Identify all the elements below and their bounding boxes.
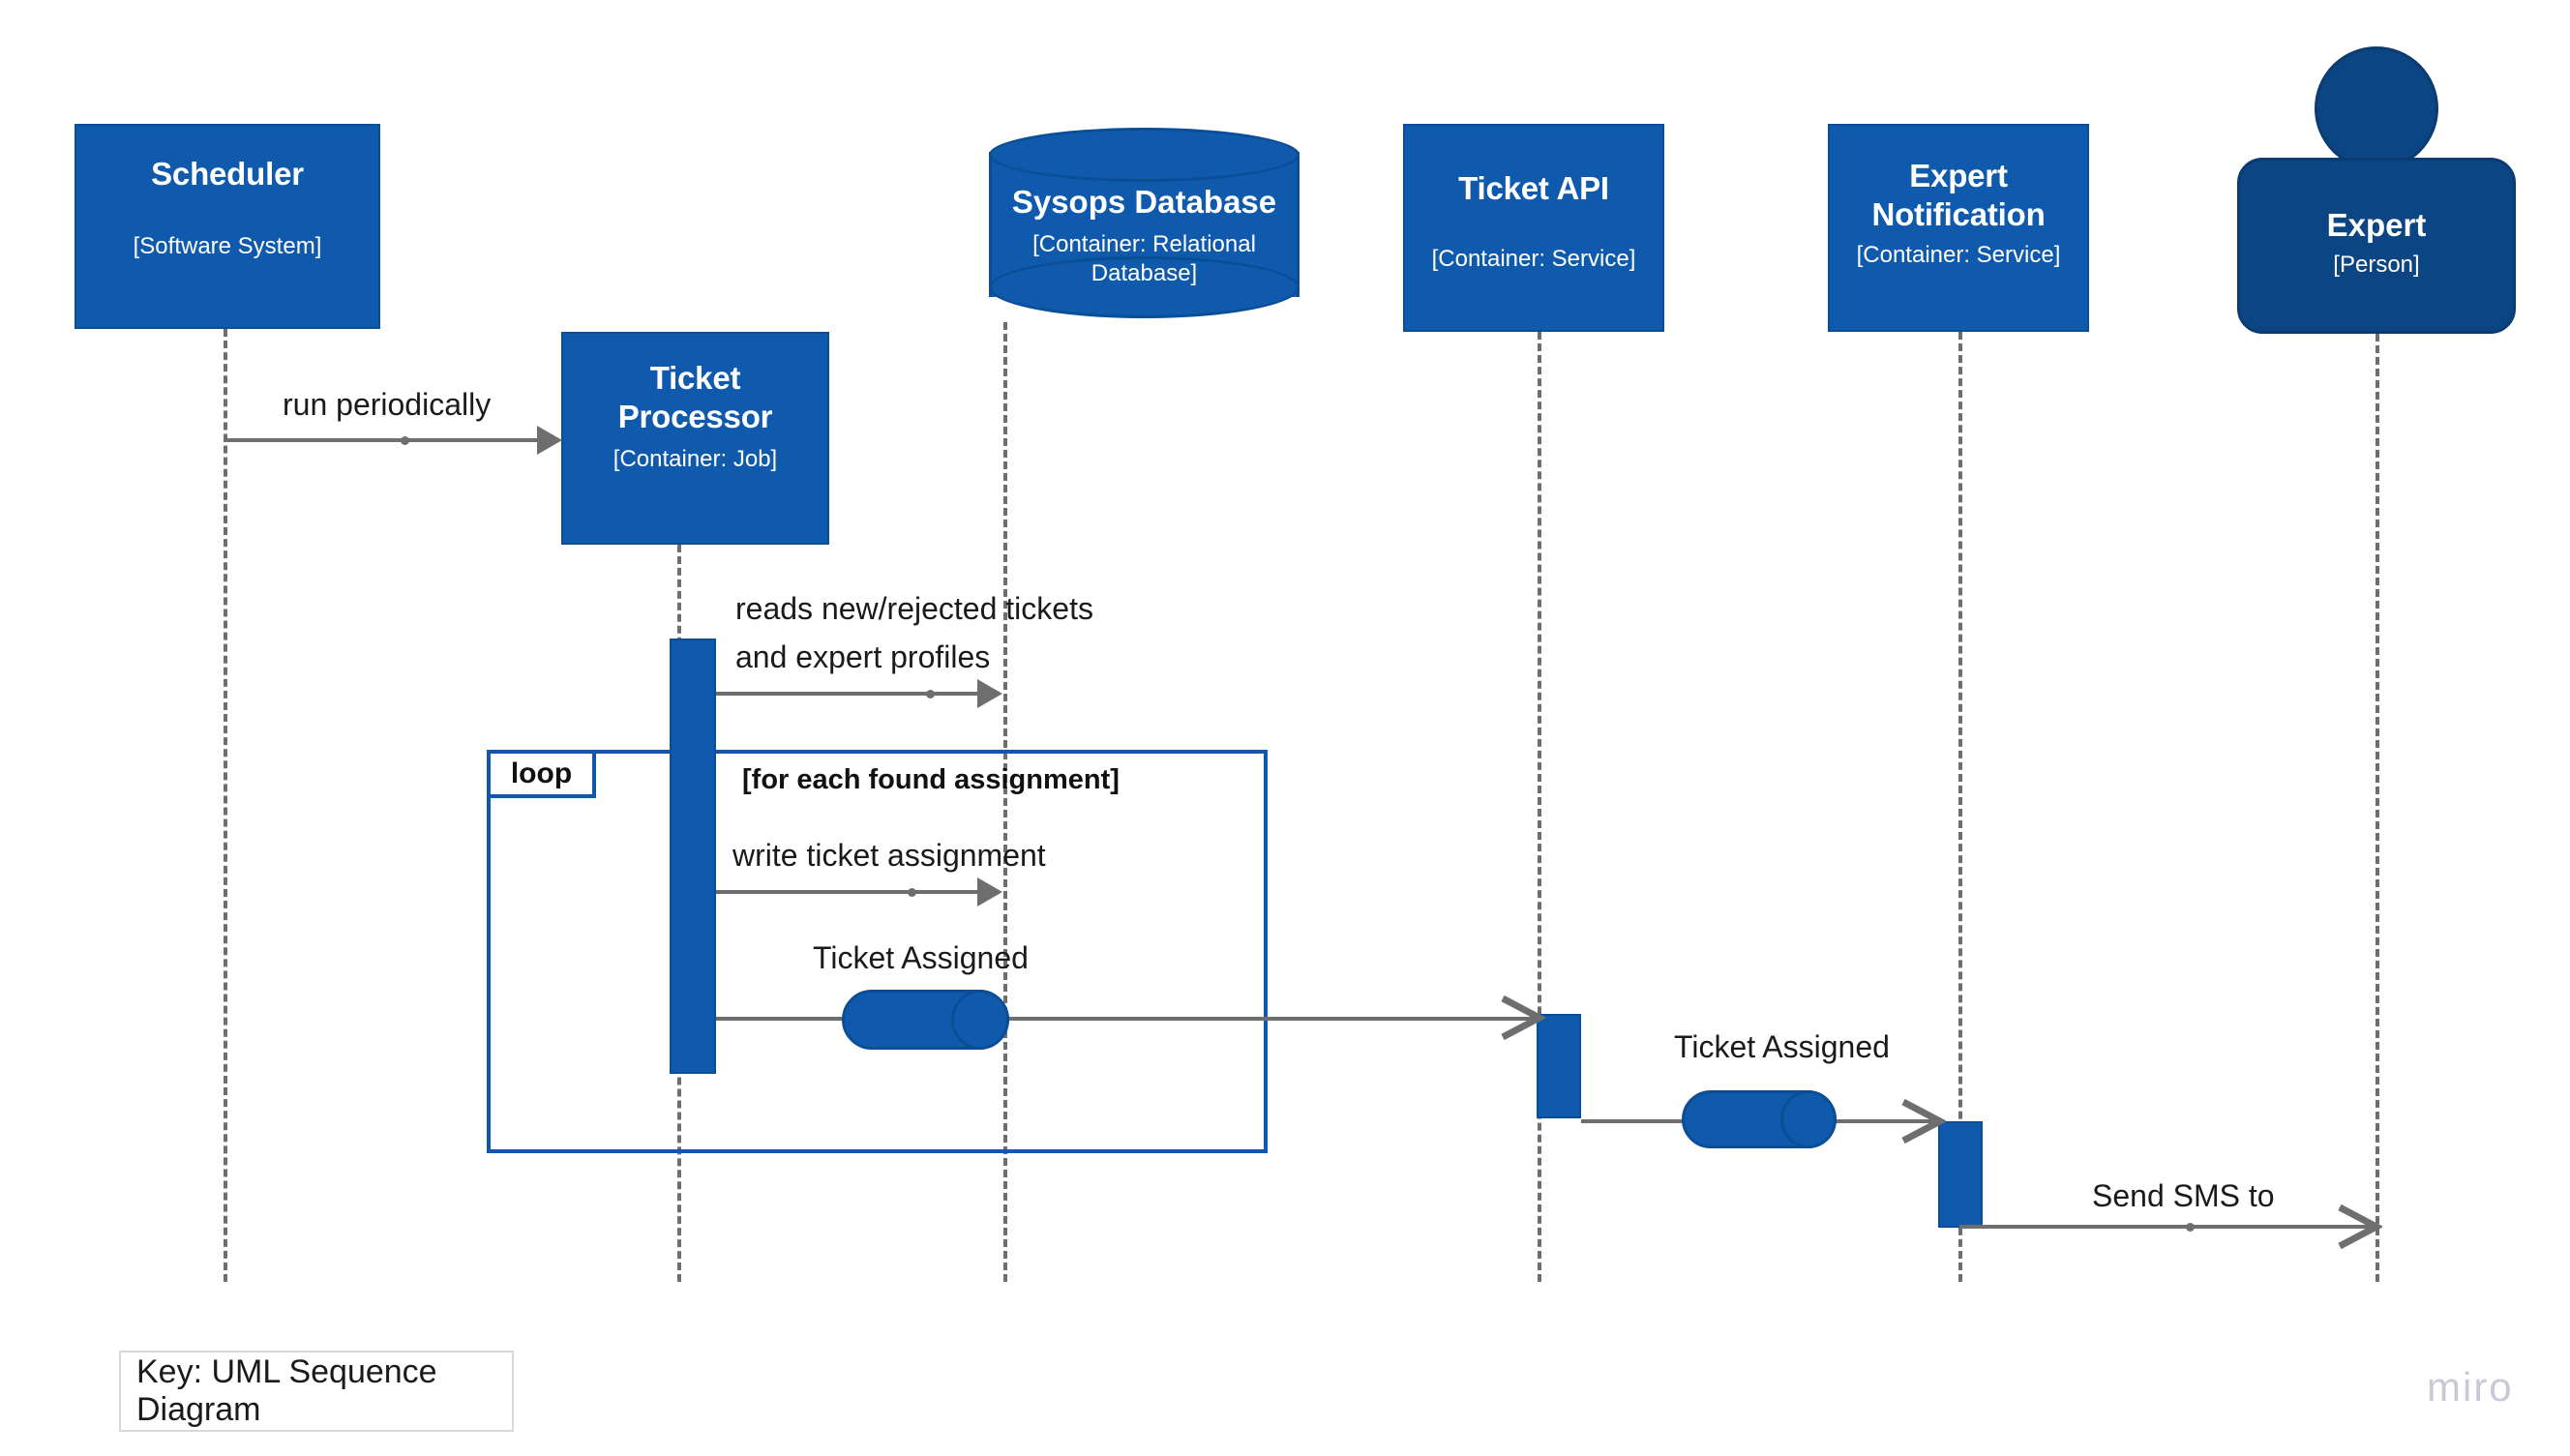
loop-fragment-tab: loop [487,750,596,798]
lifeline-expert [2376,334,2379,1282]
message-reads-tickets-label-line2: and expert profiles [735,639,991,674]
db-cylinder-top [989,128,1300,182]
activation-ticket-processor [670,639,716,1074]
participant-ticket-processor-title-line1: Ticket [649,360,741,396]
participant-expert-notification-title-line2: Notification [1871,196,2046,233]
message-reads-tickets-arrowhead [977,679,1002,708]
message-send-sms-to-dot [2186,1223,2195,1232]
lifeline-ticket-api [1538,332,1541,1282]
participant-sysops-database[interactable]: Sysops Database [Container: Relational D… [989,128,1300,323]
message-ticket-assigned-1-line [716,1017,1539,1021]
message-ticket-assigned-1-label: Ticket Assigned [813,940,1029,975]
loop-fragment-frame [487,750,1268,1153]
message-write-ticket-assignment-line [716,890,979,894]
participant-ticket-api-title: Ticket API [1458,170,1609,206]
activation-ticket-api [1537,1014,1581,1118]
message-ticket-assigned-2-arrowhead [1898,1096,1946,1146]
key-label: Key: UML Sequence Diagram [136,1353,437,1428]
queue-icon-cap-1 [951,990,1009,1050]
participant-ticket-processor-title-line2: Processor [617,399,773,435]
participant-ticket-api-subtitle: [Container: Service] [1431,246,1636,273]
participant-scheduler[interactable]: Scheduler [Software System] [75,124,380,329]
participant-expert[interactable]: Expert [Person] [2237,46,2516,334]
participant-sysops-database-subtitle-line2: Database] [1091,260,1198,286]
participant-expert-subtitle: [Person] [2333,252,2420,278]
message-run-periodically-label: run periodically [283,387,492,422]
participant-ticket-processor[interactable]: Ticket Processor [Container: Job] [561,332,829,545]
participant-scheduler-subtitle: [Software System] [133,233,322,260]
participant-expert-notification[interactable]: Expert Notification [Container: Service] [1828,124,2089,332]
queue-icon-cap-2 [1780,1090,1837,1148]
participant-sysops-database-subtitle-line1: [Container: Relational [1032,231,1256,257]
lifeline-expert-notification [1958,332,1962,1282]
message-run-periodically-dot [401,436,409,445]
message-ticket-assigned-1-queue-icon [842,990,1009,1050]
message-ticket-assigned-2-queue-icon [1682,1090,1837,1148]
message-run-periodically-line [224,438,539,442]
participant-ticket-processor-subtitle: [Container: Job] [613,445,778,472]
message-write-ticket-assignment-label: write ticket assignment [732,838,1046,873]
activation-expert-notification [1938,1121,1983,1228]
message-send-sms-to-line [1959,1225,2376,1229]
key-box: Key: UML Sequence Diagram [119,1351,514,1432]
participant-expert-title: Expert [2326,207,2427,243]
loop-guard-label: [for each found assignment] [742,764,1120,795]
db-cylinder-bottom [989,256,1300,318]
message-reads-tickets-line [716,692,979,696]
participant-sysops-database-title: Sysops Database [1011,184,1277,220]
participant-ticket-api[interactable]: Ticket API [Container: Service] [1403,124,1664,332]
lifeline-scheduler [224,329,227,1282]
message-ticket-assigned-1-arrowhead [1497,993,1545,1043]
message-ticket-assigned-2-label: Ticket Assigned [1674,1029,1890,1064]
person-body-shape: Expert [Person] [2237,158,2516,334]
participant-expert-notification-title-line1: Expert [1909,158,2008,193]
person-head-shape [2315,46,2438,170]
message-send-sms-to-label: Send SMS to [2092,1178,2275,1213]
message-reads-tickets-dot [926,690,935,698]
message-write-ticket-assignment-dot [908,888,916,897]
lifeline-sysops-database [1003,322,1007,1282]
participant-scheduler-title: Scheduler [151,156,304,192]
participant-expert-notification-subtitle: [Container: Service] [1856,241,2061,268]
message-reads-tickets-label-line1: reads new/rejected tickets [735,591,1093,626]
loop-operator-label: loop [510,758,573,789]
message-run-periodically-arrowhead [537,426,562,455]
message-send-sms-to-arrowhead [2334,1202,2382,1252]
message-write-ticket-assignment-arrowhead [977,877,1002,906]
miro-watermark: miro [2427,1364,2514,1410]
